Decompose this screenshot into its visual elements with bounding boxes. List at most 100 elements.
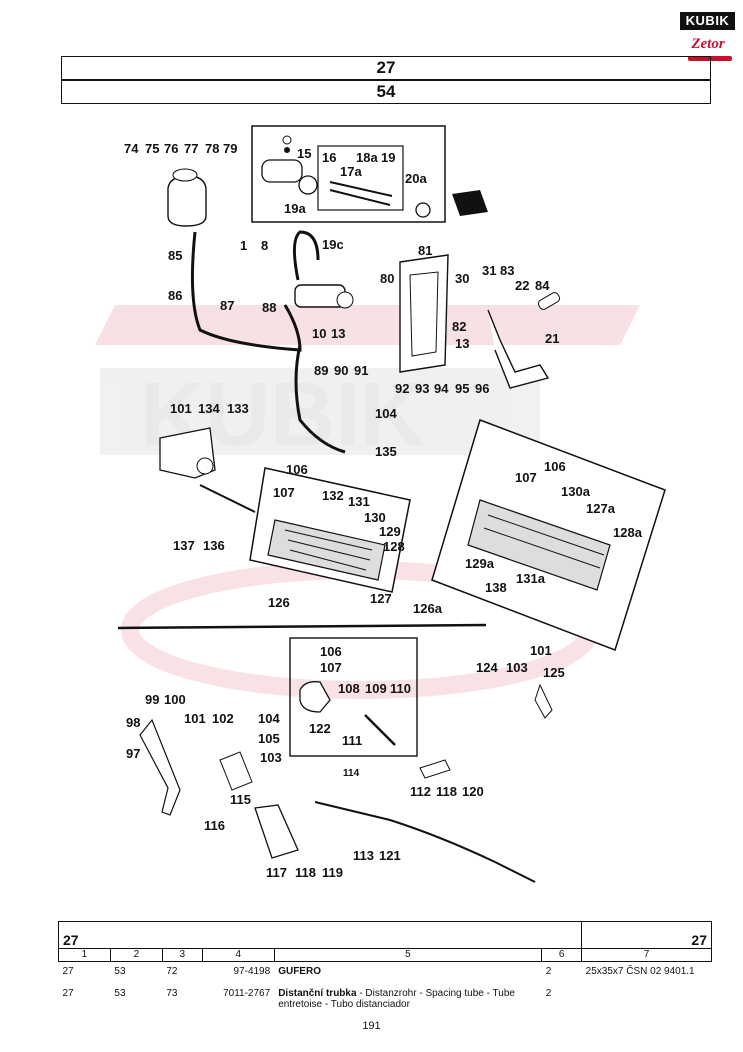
callout: 126a xyxy=(413,601,443,616)
callout: 94 xyxy=(434,381,449,396)
callout: 131 xyxy=(348,494,370,509)
group-right: 27 xyxy=(581,921,712,949)
callout: 19c xyxy=(322,237,344,252)
table-header-row: 1 2 3 4 5 6 7 xyxy=(58,948,712,962)
callout: 120 xyxy=(462,784,484,799)
callout: 136 xyxy=(203,538,225,553)
callout: 129a xyxy=(465,556,495,571)
callout: 15 xyxy=(297,146,311,161)
callout: 130 xyxy=(364,510,386,525)
callout: 109 xyxy=(365,681,387,696)
callout: 75 xyxy=(145,141,159,156)
callout: 115 xyxy=(230,792,251,807)
callout: 18a xyxy=(356,150,378,165)
callout: 138 xyxy=(485,580,507,595)
callout: 134 xyxy=(198,401,220,416)
callout: 76 xyxy=(164,141,178,156)
callout: 21 xyxy=(545,331,559,346)
callout: 107 xyxy=(515,470,537,485)
callout: 103 xyxy=(260,750,282,765)
callout: 131a xyxy=(516,571,546,586)
callout: 81 xyxy=(418,243,432,258)
callout: 96 xyxy=(475,381,489,396)
callout: 117 xyxy=(266,865,287,880)
callout: 105 xyxy=(258,731,280,746)
callout: 101 xyxy=(184,711,206,726)
callout: 92 xyxy=(395,381,409,396)
callout: 106 xyxy=(544,459,566,474)
callout: 22 xyxy=(515,278,529,293)
col-header: 4 xyxy=(201,948,275,962)
callout: 137 xyxy=(173,538,195,553)
callout: 99 xyxy=(145,692,159,707)
callout: 91 xyxy=(354,363,368,378)
callout: 78 xyxy=(205,141,219,156)
callout: 102 xyxy=(212,711,234,726)
callout: 130a xyxy=(561,484,591,499)
callout: 110 xyxy=(390,681,411,696)
col-header: 2 xyxy=(109,948,163,962)
table-row: 27 53 73 7011-2767 Distanční trubka - Di… xyxy=(62,988,552,1010)
table-group-row: 27 27 xyxy=(57,921,712,949)
callout: 20a xyxy=(405,171,427,186)
callout: 108 xyxy=(338,681,360,696)
callout: 128a xyxy=(613,525,643,540)
callout: 13 xyxy=(455,336,469,351)
callout: 124 xyxy=(476,660,498,675)
callout: 113 xyxy=(353,848,374,863)
callout: 98 xyxy=(126,715,140,730)
callout: 104 xyxy=(375,406,397,421)
callout: 13 xyxy=(331,326,345,341)
callout: 128 xyxy=(383,539,405,554)
group-left: 27 xyxy=(57,921,583,949)
callout: 119 xyxy=(322,865,343,880)
callout: 84 xyxy=(535,278,550,293)
callout: 97 xyxy=(126,746,140,761)
callout: 1 xyxy=(240,238,247,253)
callout: 114 xyxy=(343,768,360,779)
col-header: 6 xyxy=(541,948,583,962)
callout: 30 xyxy=(455,271,469,286)
callout: 74 xyxy=(124,141,139,156)
logo-kubik: KUBIK xyxy=(680,12,735,30)
callout: 10 xyxy=(312,326,326,341)
callout: 77 xyxy=(184,141,198,156)
callout: 31 xyxy=(482,263,496,278)
callout: 116 xyxy=(204,818,225,833)
callout: 132 xyxy=(322,488,344,503)
col-header: 3 xyxy=(161,948,203,962)
section-number: 54 xyxy=(61,80,711,104)
callout: 125 xyxy=(543,665,565,680)
callout: 127 xyxy=(370,591,392,606)
callout: 121 xyxy=(379,848,401,863)
callout: 101 xyxy=(170,401,192,416)
callout: 104 xyxy=(258,711,280,726)
callout: 86 xyxy=(168,288,182,303)
callout: 112 xyxy=(410,784,431,799)
callout: 107 xyxy=(273,485,295,500)
callout: 16 xyxy=(322,150,336,165)
callout: 87 xyxy=(220,298,234,313)
callout: 118 xyxy=(436,784,457,799)
callout: 19a xyxy=(284,201,306,216)
group-number: 27 xyxy=(61,56,711,80)
callout: 122 xyxy=(309,721,331,736)
callout: 89 xyxy=(314,363,328,378)
callout: 126 xyxy=(268,595,290,610)
callout: 135 xyxy=(375,444,397,459)
parts-table: 27 27 1 2 3 4 5 6 7 27 53 72 97-4198 GUF… xyxy=(57,921,712,1010)
col-header: 5 xyxy=(273,948,543,962)
callout: 8 xyxy=(261,238,268,253)
callout: 103 xyxy=(506,660,528,675)
callout: 111 xyxy=(342,733,362,748)
callout: 118 xyxy=(295,865,316,880)
logo-zetor: Zetor xyxy=(691,36,725,52)
exploded-parts-diagram: KUBIK 74 75 76 xyxy=(95,125,666,883)
watermark: KUBIK xyxy=(95,305,640,699)
col-header: 7 xyxy=(581,948,712,962)
callout: 107 xyxy=(320,660,342,675)
callout: 106 xyxy=(320,644,342,659)
callout: 101 xyxy=(530,643,552,658)
callout: 127a xyxy=(586,501,616,516)
callout: 129 xyxy=(379,524,401,539)
